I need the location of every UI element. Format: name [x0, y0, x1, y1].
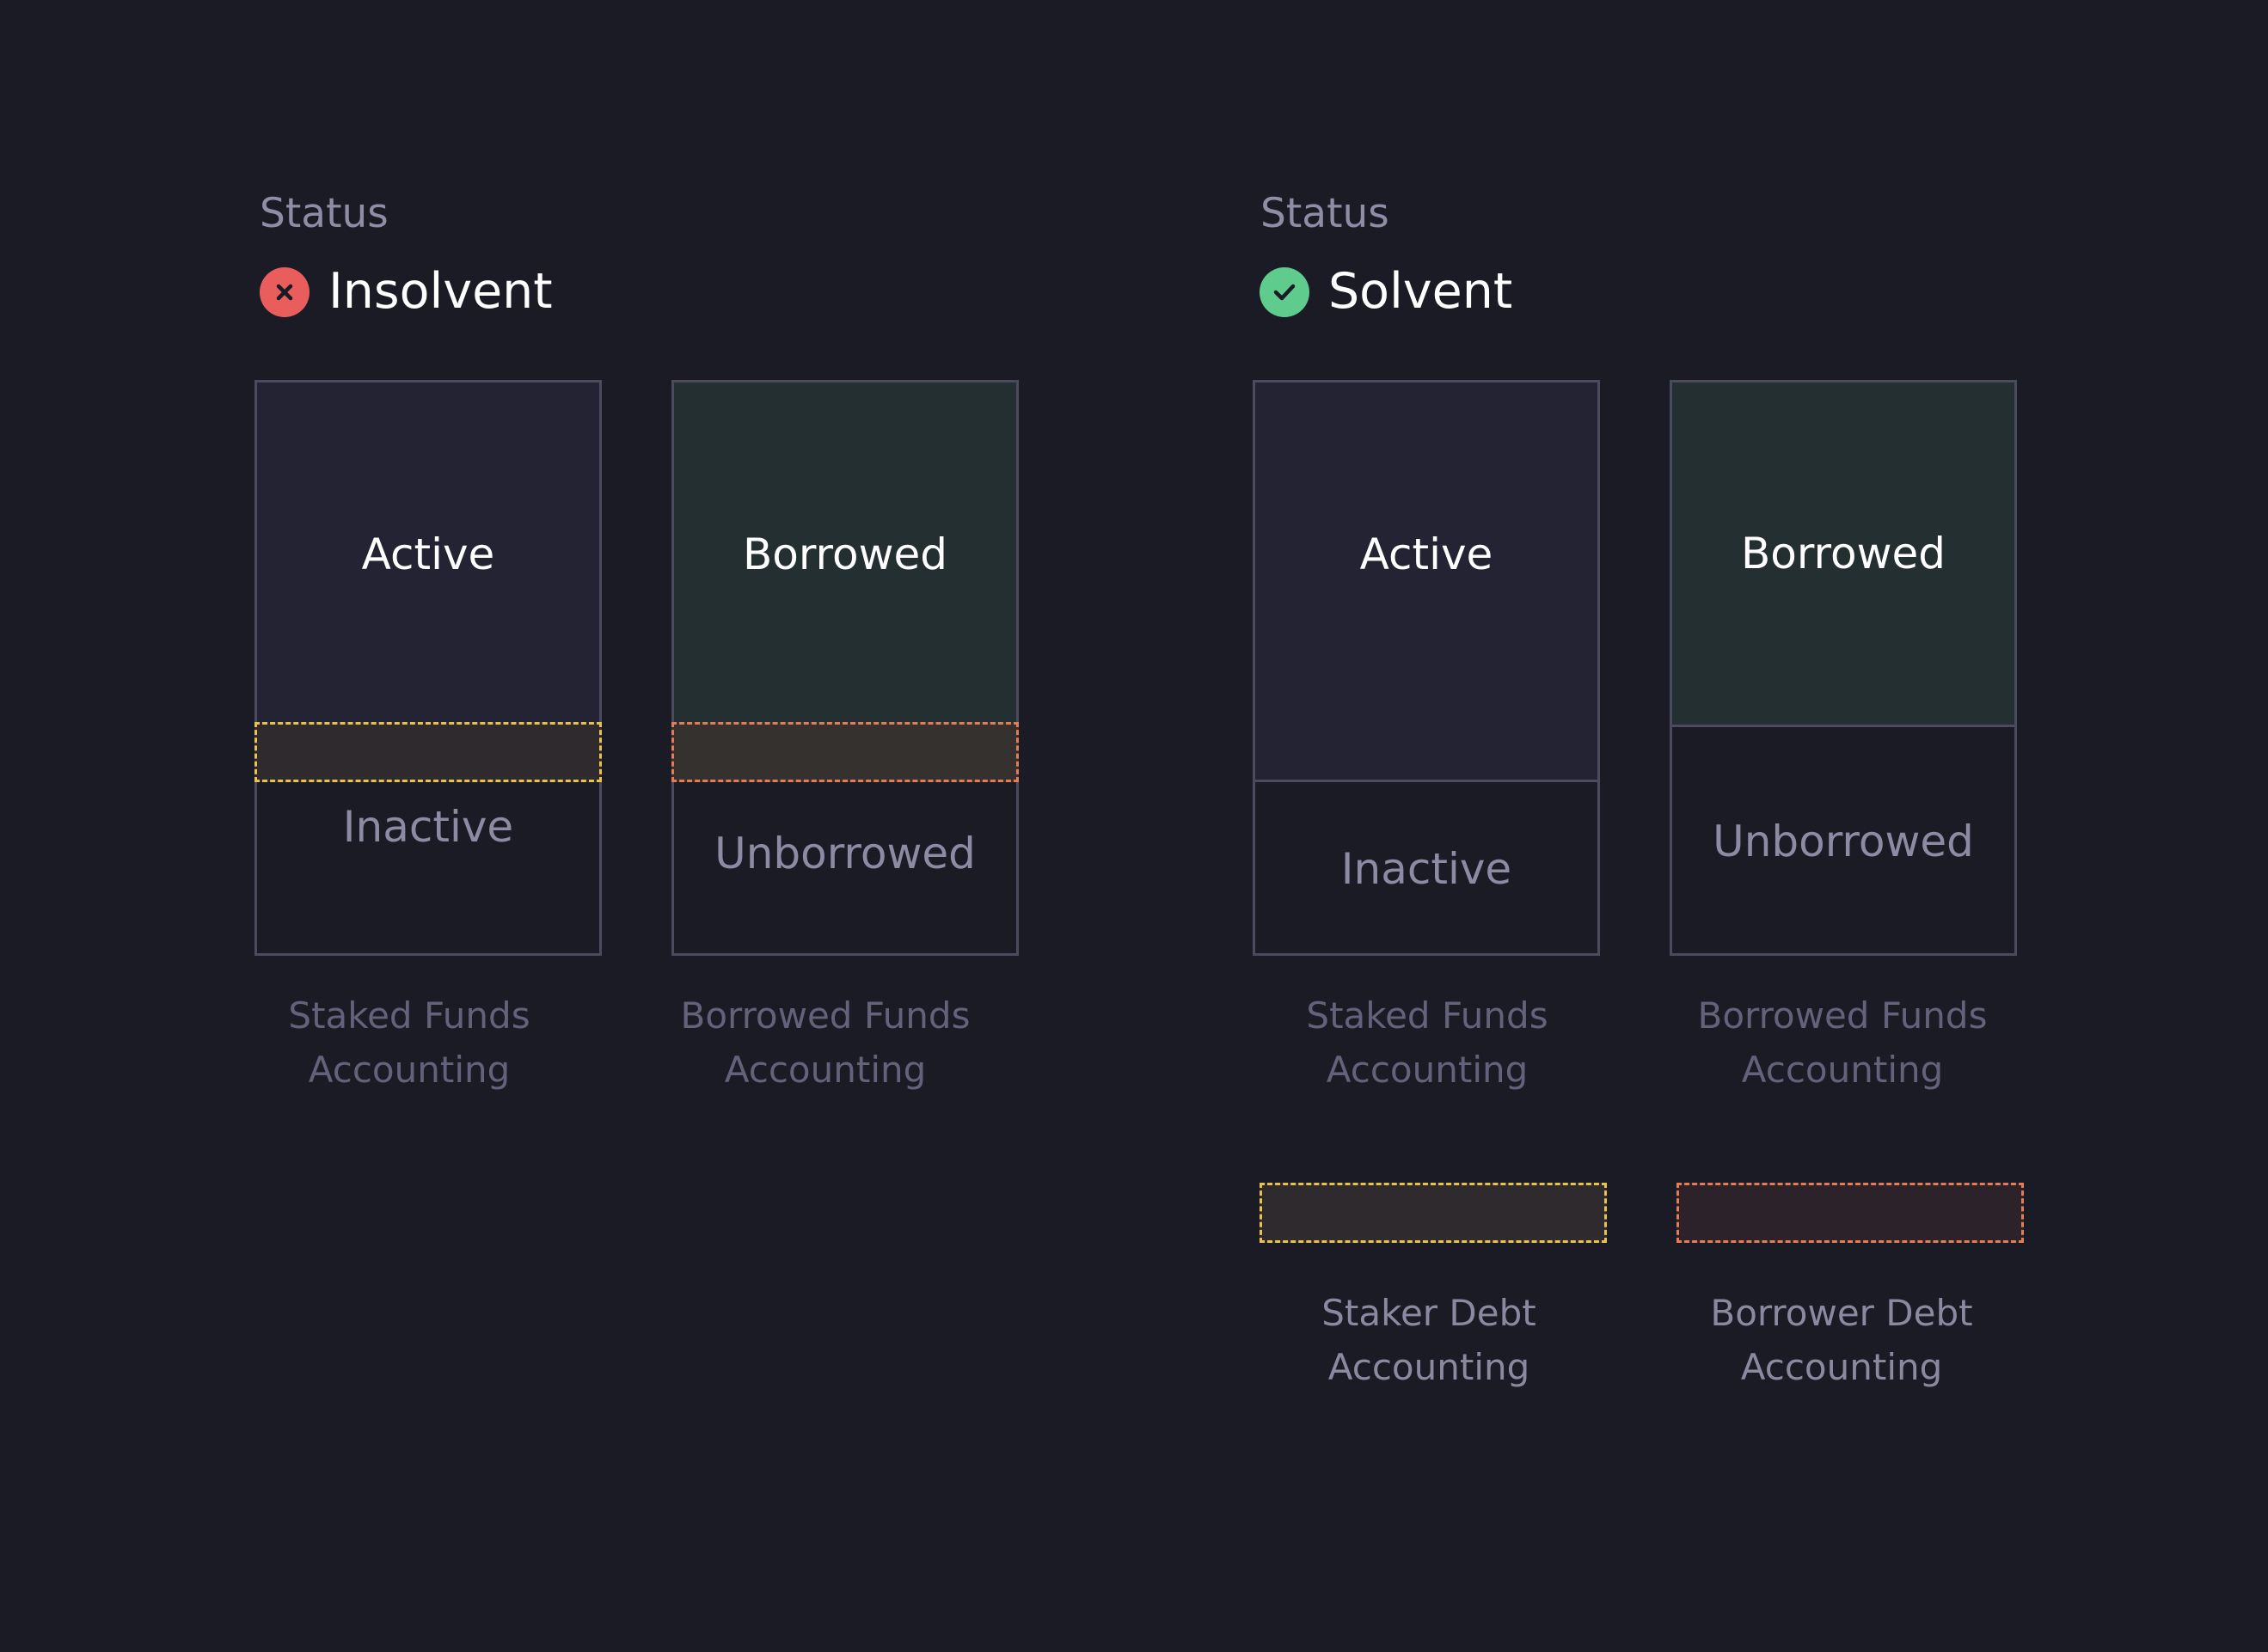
unborrowed-label: Unborrowed	[714, 829, 976, 878]
borrowed-funds-box-left: Borrowed Unborrowed	[671, 380, 1019, 956]
segment-divider	[1255, 780, 1597, 782]
staked-funds-caption-right: Staked Funds Accounting	[1306, 994, 1548, 1091]
staked-funds-caption-left: Staked Funds Accounting	[288, 994, 530, 1091]
check-icon	[1260, 267, 1309, 317]
borrowed-label: Borrowed	[1740, 529, 1946, 578]
active-label: Active	[361, 529, 495, 579]
borrowed-funds-caption-right: Borrowed Funds Accounting	[1697, 994, 1988, 1091]
active-label: Active	[1359, 529, 1493, 579]
staked-funds-box-right: Active Inactive	[1253, 380, 1600, 956]
borrowed-funds-box-right: Borrowed Unborrowed	[1670, 380, 2017, 956]
active-segment: Active	[1255, 382, 1597, 780]
active-segment: Active	[257, 382, 599, 726]
staked-funds-box-left: Active Inactive	[254, 380, 602, 956]
staker-debt-legend-label: Staker Debt Accounting	[1321, 1292, 1536, 1388]
inactive-segment: Inactive	[257, 784, 599, 870]
error-icon	[260, 267, 310, 317]
status-label-right: Status	[1260, 190, 1389, 237]
status-label-left: Status	[260, 190, 389, 237]
unborrowed-segment: Unborrowed	[674, 811, 1016, 896]
inactive-label: Inactive	[1340, 844, 1512, 894]
unborrowed-label: Unborrowed	[1713, 817, 1974, 866]
staker-debt-legend-swatch	[1260, 1183, 1607, 1243]
status-text-solvent: Solvent	[1328, 263, 1513, 320]
status-text-insolvent: Insolvent	[328, 263, 553, 320]
borrowed-segment: Borrowed	[674, 382, 1016, 726]
borrower-debt-legend-swatch	[1676, 1183, 2024, 1243]
borrower-debt-legend-label: Borrower Debt Accounting	[1710, 1292, 1973, 1388]
staker-debt-block-left	[254, 722, 602, 782]
borrowed-label: Borrowed	[742, 529, 947, 579]
borrowed-segment: Borrowed	[1672, 382, 2014, 725]
borrowed-funds-caption-left: Borrowed Funds Accounting	[680, 994, 971, 1091]
borrower-debt-block-left	[671, 722, 1019, 782]
inactive-label: Inactive	[342, 802, 514, 852]
unborrowed-segment: Unborrowed	[1672, 727, 2014, 953]
inactive-segment: Inactive	[1255, 782, 1597, 953]
segment-divider	[1672, 725, 2014, 727]
